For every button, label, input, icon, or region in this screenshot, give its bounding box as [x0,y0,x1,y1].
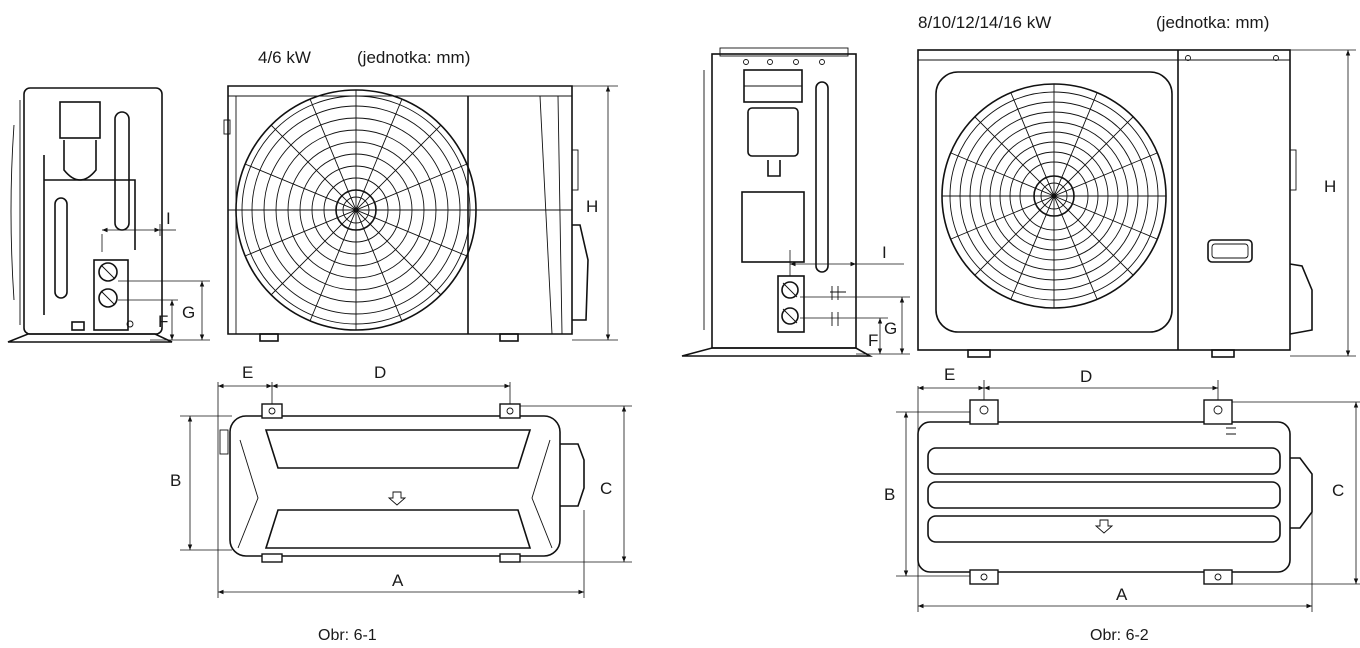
figure2-label-D: D [1080,367,1092,386]
figure1-label-I: I [166,209,171,228]
figure2-label-C: C [1332,481,1344,500]
figure2-side-view [681,47,874,357]
figure2-label-I: I [882,243,887,262]
figure2-side-dimensions: I F G [789,243,910,355]
figure2-title: 8/10/12/14/16 kW [918,13,1051,32]
figure2-label-A: A [1116,585,1128,604]
figure2-top-view [917,399,1313,585]
figure1-side-view [7,87,173,343]
figure1-plan-dimensions: E D B C A [170,363,632,598]
figure1-unit: (jednotka: mm) [357,48,470,67]
figure1-label-D: D [374,363,386,382]
figure1-caption: Obr: 6-1 [318,627,377,644]
figure2-plan-dimensions: E D B C A [884,365,1360,612]
figure1-top-view [219,403,585,563]
figure1-height-dimension: H [572,85,618,341]
figure2-label-G: G [884,319,897,338]
figure1-side-dimensions: I F G [101,209,210,341]
figure-6-1: 4/6 kW (jednotka: mm) I [7,48,632,644]
figure2-label-E: E [944,365,955,384]
figure2-height-dimension: H [1290,49,1356,357]
figure2-label-F: F [868,331,878,350]
figure1-label-H: H [586,197,598,216]
figure2-label-B: B [884,485,895,504]
figure1-title: 4/6 kW [258,48,311,67]
figure2-unit: (jednotka: mm) [1156,13,1269,32]
figure1-label-F: F [158,312,168,331]
figure2-caption: Obr: 6-2 [1090,627,1149,644]
figure1-front-view [223,85,589,342]
figure1-label-B: B [170,471,181,490]
figure-6-2: 8/10/12/14/16 kW (jednotka: mm) [681,13,1360,644]
figure1-label-E: E [242,363,253,382]
figure2-front-view [917,49,1313,358]
figure1-label-C: C [600,479,612,498]
figure1-label-A: A [392,571,404,590]
figure1-label-G: G [182,303,195,322]
figure2-label-H: H [1324,177,1336,196]
